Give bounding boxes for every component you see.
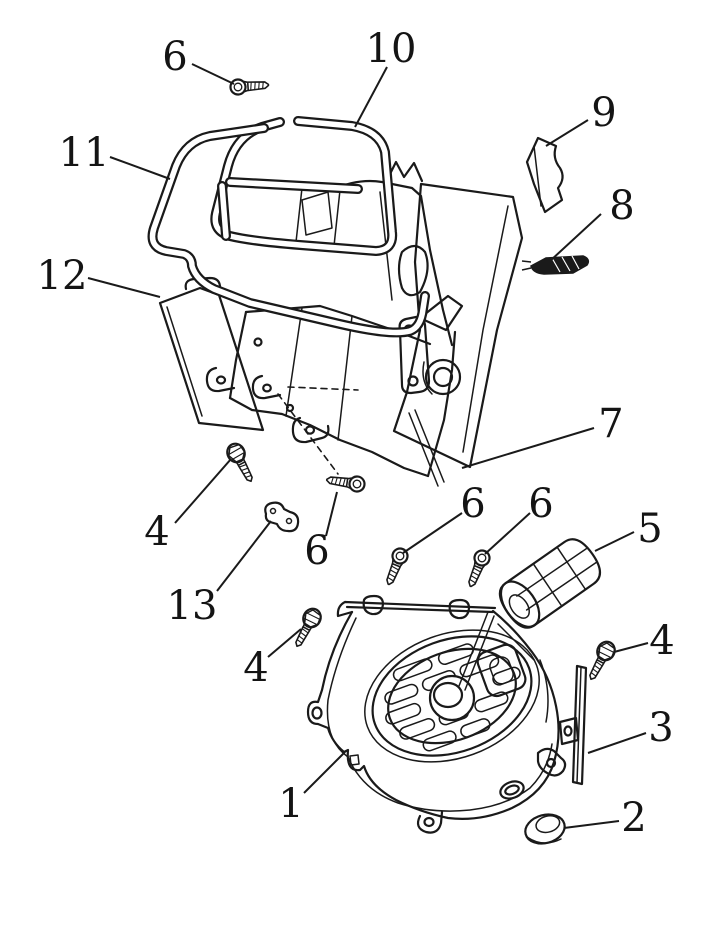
screw-6-left — [324, 471, 367, 494]
callout-label-bolt-4-lower-left: 4 — [243, 645, 268, 691]
leader-line-screw-6-top — [191, 63, 235, 85]
clip-8 — [521, 255, 590, 275]
callout-label-back-plate-7: 7 — [598, 401, 623, 447]
leader-line-screw-6-right — [484, 512, 531, 555]
shroud-joint-10 — [210, 116, 398, 256]
corner-plate-9 — [525, 136, 564, 214]
leader-line-fan-cover-1 — [303, 751, 346, 794]
leader-line-side-panel-12 — [87, 277, 161, 298]
leader-line-back-plate-7 — [461, 427, 595, 469]
callout-label-corner-plate-9: 9 — [591, 90, 616, 136]
leader-line-grip-5 — [594, 531, 635, 552]
callout-label-clamp-13: 13 — [167, 583, 218, 629]
callout-label-bolt-4-lower-right: 4 — [649, 618, 674, 664]
callout-label-screw-6-mid: 6 — [460, 481, 485, 527]
bolt-4-upper — [222, 439, 260, 487]
leader-line-bolt-4-upper — [174, 458, 232, 524]
callout-label-strip-3: 3 — [648, 705, 673, 751]
bolt-4-lower-right — [582, 637, 620, 685]
leader-line-bolt-4-lower-right — [613, 642, 649, 653]
leader-line-shroud-joint-11 — [109, 156, 171, 180]
leader-line-clip-8 — [549, 213, 602, 262]
leader-line-bolt-4-lower-left — [267, 628, 302, 658]
callout-label-fan-cover-1: 1 — [278, 781, 303, 827]
cap-2 — [524, 813, 566, 845]
callout-label-screw-6-left: 6 — [304, 528, 329, 574]
callout-label-clip-8: 8 — [609, 183, 634, 229]
callout-label-grip-5: 5 — [637, 506, 662, 552]
shroud-joint-11 — [147, 123, 430, 338]
callout-label-screw-6-right: 6 — [528, 481, 553, 527]
leader-line-clamp-13 — [216, 520, 272, 592]
leader-line-screw-6-left — [325, 491, 338, 537]
fan-grille — [364, 629, 540, 763]
callout-label-screw-6-top: 6 — [162, 34, 187, 80]
clamp-13 — [264, 501, 300, 533]
fan-cover-1 — [306, 594, 567, 834]
callout-label-cap-2: 2 — [621, 795, 646, 841]
strip-3 — [558, 664, 588, 786]
leader-line-strip-3 — [587, 732, 647, 754]
bolt-4-lower-left — [288, 604, 326, 652]
back-plate-7 — [392, 182, 524, 487]
hidden-outline — [277, 386, 359, 475]
callout-label-shroud-joint-11: 11 — [59, 130, 110, 176]
grip-5 — [498, 538, 602, 629]
leader-line-corner-plate-9 — [545, 119, 589, 147]
leader-line-cap-2 — [563, 820, 620, 829]
callout-label-side-panel-12: 12 — [37, 253, 88, 299]
screw-6-top — [228, 76, 271, 97]
callout-label-bolt-4-upper: 4 — [144, 509, 169, 555]
screw-6-right — [462, 547, 493, 591]
leader-line-screw-6-mid — [402, 512, 463, 554]
side-panel-12 — [158, 276, 265, 432]
callout-label-shroud-joint-10: 10 — [366, 26, 417, 72]
shroud-body — [205, 160, 457, 478]
leader-line-shroud-joint-10 — [354, 66, 388, 128]
